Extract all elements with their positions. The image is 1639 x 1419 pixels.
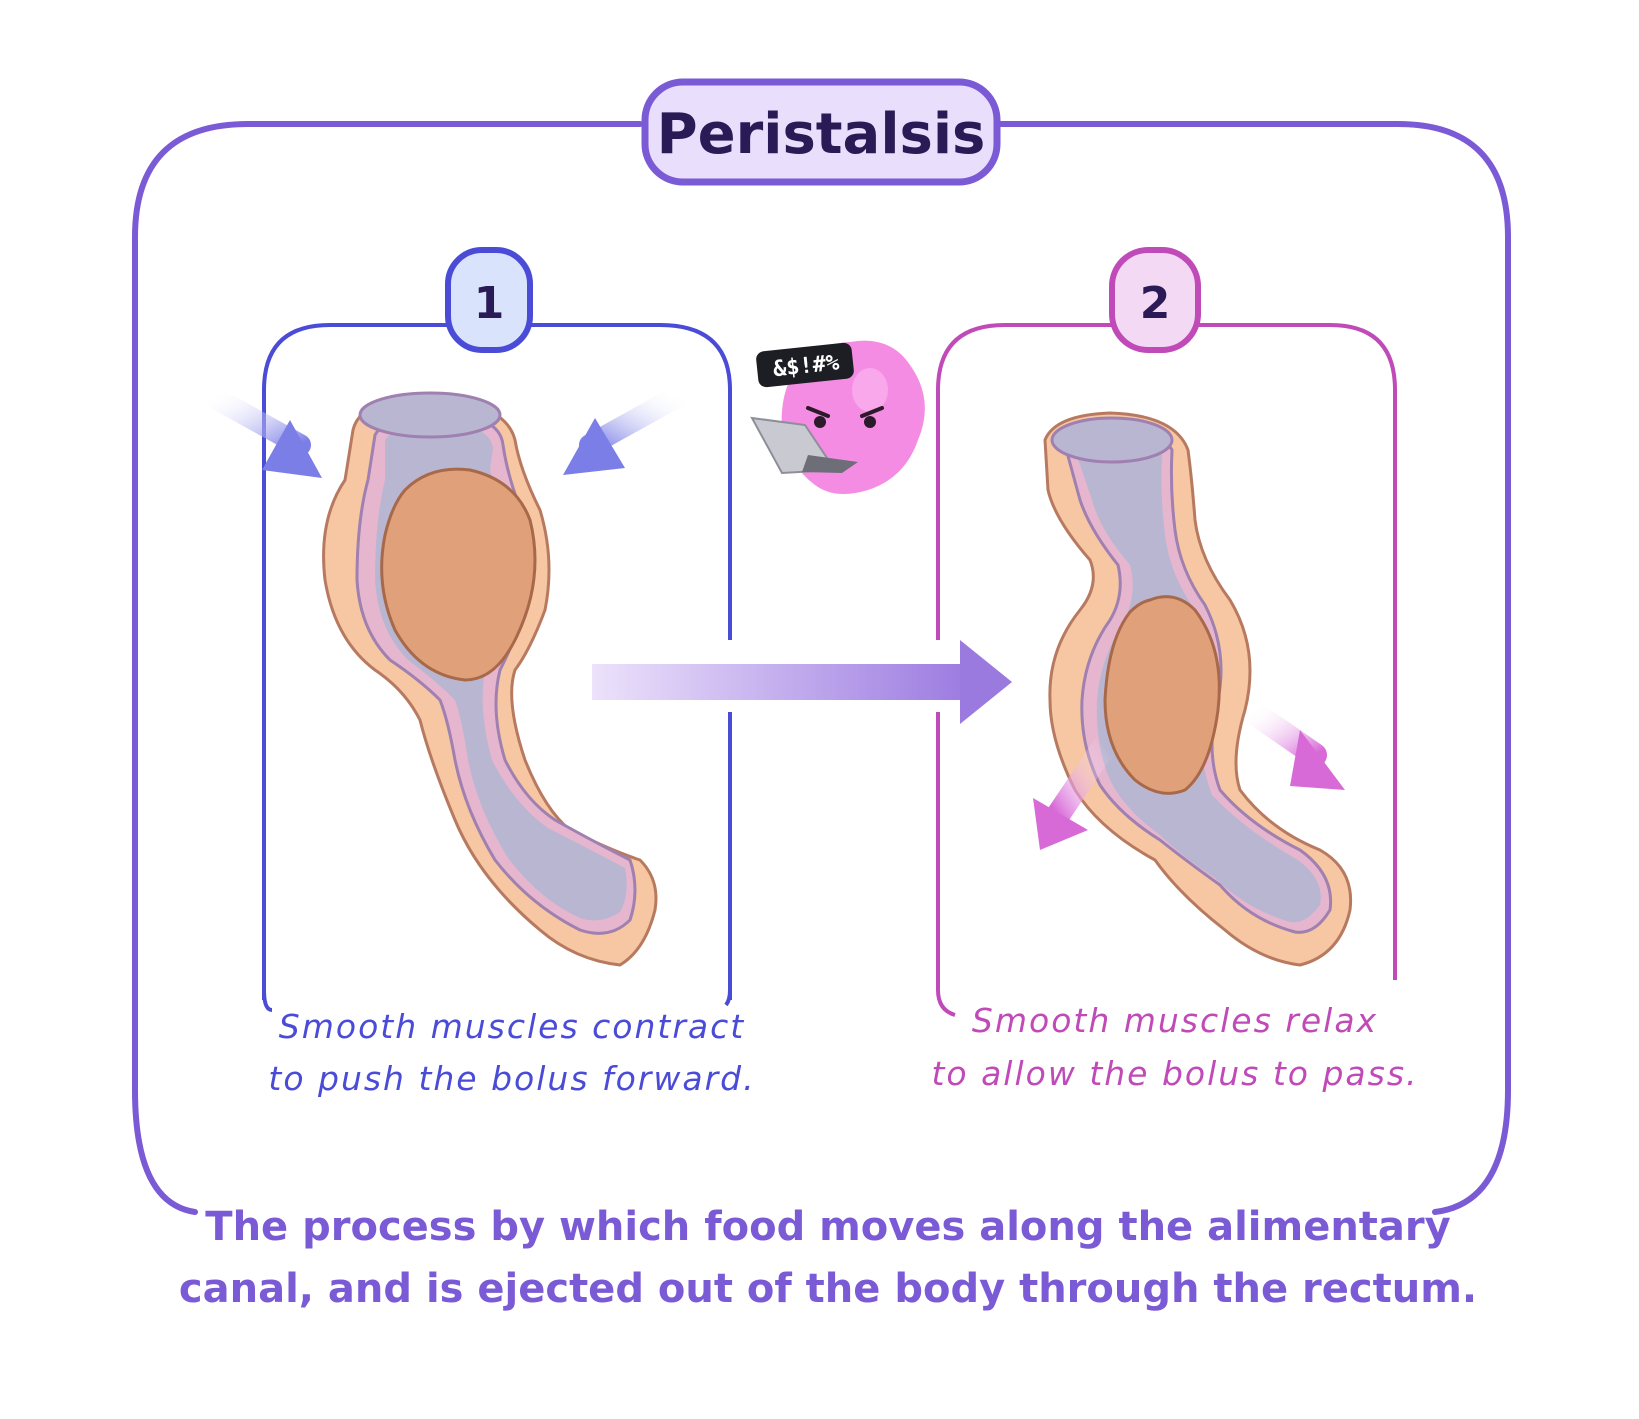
step-2-panel [936, 323, 1397, 1017]
step-1-number: 1 [474, 278, 505, 329]
angry-brow [806, 406, 830, 418]
step-1-badge: 1 [445, 247, 533, 353]
angry-mascot: &$!#% [750, 340, 925, 494]
step-1-panel [262, 323, 732, 1012]
grawlix-bubble: &$!#% [756, 342, 854, 388]
step-1-caption-line-1: Smooth muscles contract [279, 1007, 745, 1046]
step-1-caption-line-2: to push the bolus forward. [268, 1059, 755, 1098]
step-2-caption-line-2: to allow the bolus to pass. [931, 1054, 1418, 1093]
description-line-1: The process by which food moves along th… [205, 1204, 1450, 1250]
contract-arrow-icon [563, 384, 691, 475]
step-2-caption-line-1: Smooth muscles relax [972, 1001, 1378, 1040]
step-2-number: 2 [1140, 278, 1171, 329]
mascot-eye [864, 416, 876, 428]
description-line-2: canal, and is ejected out of the body th… [179, 1266, 1477, 1312]
relax-arrow-icon [1238, 698, 1345, 790]
angry-brow [860, 406, 884, 418]
outer-frame [132, 121, 1511, 1215]
tube-relaxing [1043, 411, 1353, 967]
mascot-eye [814, 416, 826, 428]
step-2-badge: 2 [1109, 247, 1201, 353]
laptop-icon [750, 416, 858, 475]
bolus [380, 467, 537, 682]
contract-arrow-icon [199, 384, 322, 478]
relax-arrow-icon [1033, 733, 1117, 850]
bolus [1103, 595, 1221, 795]
progress-arrow-icon [592, 640, 1012, 724]
tube-contracting [322, 391, 658, 967]
page-title: Peristalsis [657, 102, 986, 167]
title-badge: Peristalsis [641, 78, 1001, 186]
